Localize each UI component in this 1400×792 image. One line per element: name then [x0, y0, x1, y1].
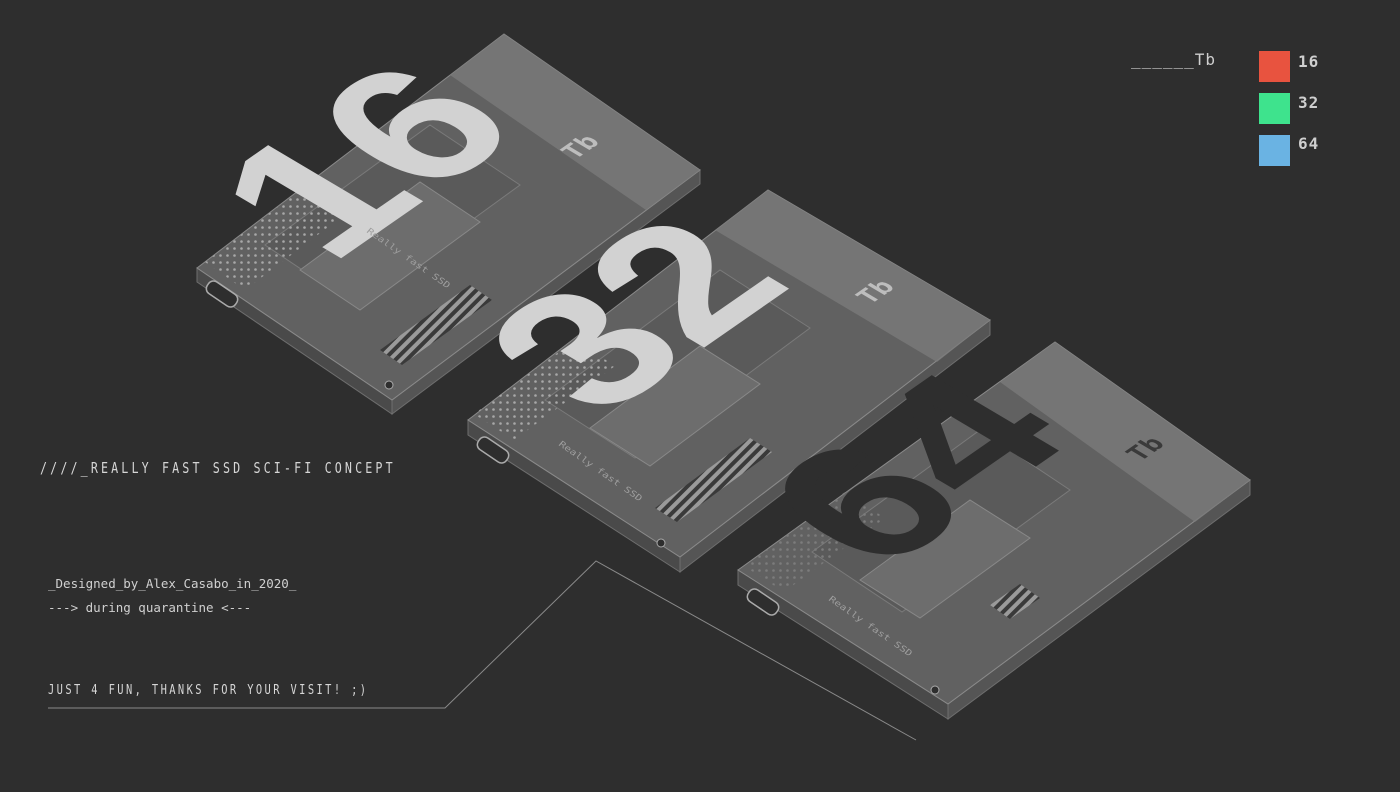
legend-label-32: 32: [1298, 93, 1320, 112]
credit-line-2: ---> during quarantine <---: [48, 600, 252, 615]
credit-line-1: _Designed_by_Alex_Casabo_in_2020_: [48, 576, 297, 591]
legend-swatch-64: [1259, 135, 1290, 166]
legend-swatch-16: [1259, 51, 1290, 82]
thanks-line: Just 4 fun, thanks for your visit! ;): [48, 683, 369, 698]
legend-label-16: 16: [1298, 52, 1320, 71]
ssd-drive-64: 64 Tb Really fast SSD: [713, 340, 1251, 720]
headline: ////_Really fast SSD Sci-Fi concept: [40, 459, 396, 477]
connector-line: [48, 560, 917, 741]
legend-swatch-32: [1259, 93, 1290, 124]
legend-title: ______Tb: [1131, 50, 1217, 69]
legend-label-64: 64: [1298, 134, 1320, 153]
ssd-drive-16: 16 Tb Really fast SSD: [163, 31, 701, 415]
